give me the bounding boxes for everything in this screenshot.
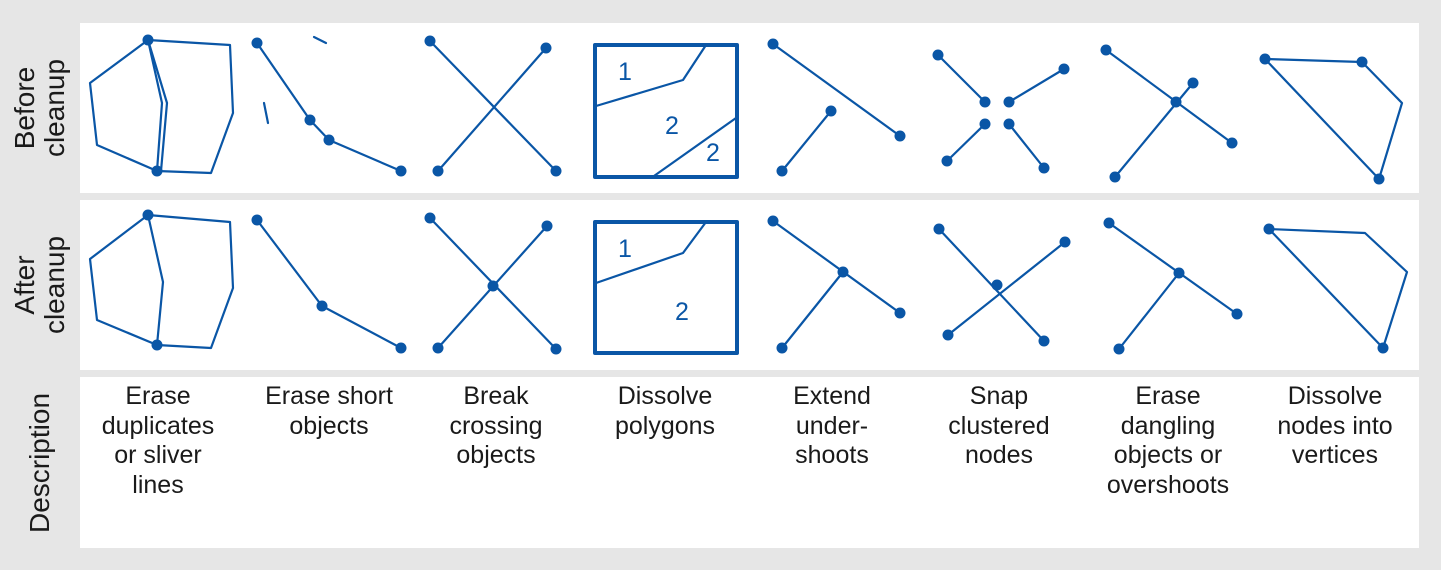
description-text: Break crossing objects (449, 382, 543, 469)
after-erase-short-figure (255, 218, 403, 350)
description-extend-undershoots: Extend under- shoots (748, 382, 916, 471)
after-extend-undershoots-figure (771, 219, 902, 350)
after-erase-duplicates-figure (88, 213, 235, 350)
before-polygon-label-1: 1 (618, 58, 632, 86)
before-nodes (142, 34, 1385, 185)
before-polygon-label-2a: 2 (665, 112, 679, 140)
before-dissolve-nodes-figure (1263, 57, 1404, 181)
description-dissolve-polygons: Dissolve polygons (581, 382, 749, 441)
before-snap-nodes-figure (936, 53, 1066, 170)
description-erase-short: Erase short objects (245, 382, 413, 441)
description-text: Dissolve nodes into vertices (1277, 382, 1393, 469)
description-text: Erase dangling objects or overshoots (1106, 382, 1230, 499)
before-break-crossing-figure (428, 39, 558, 173)
description-text: Erase short objects (265, 382, 393, 440)
description-erase-dangles: Erase dangling objects or overshoots (1084, 382, 1252, 500)
after-dissolve-nodes-figure (1267, 227, 1409, 350)
after-nodes (142, 209, 1389, 355)
before-erase-duplicates-figure (88, 38, 235, 175)
description-text: Snap clustered nodes (948, 382, 1050, 469)
description-text: Dissolve polygons (614, 382, 716, 440)
before-dissolve-polygons-figure (593, 43, 739, 179)
before-extend-undershoots-figure (771, 42, 902, 173)
description-erase-duplicates: Erase duplicates or sliver lines (74, 382, 242, 500)
description-snap-nodes: Snap clustered nodes (915, 382, 1083, 471)
description-panel (80, 377, 1419, 548)
after-polygon-label-2: 2 (675, 298, 689, 326)
before-polygon-label-2b: 2 (706, 139, 720, 167)
before-erase-dangles-figure (1104, 48, 1234, 179)
before-erase-short-figure (255, 35, 403, 173)
after-dissolve-polygons-figure (593, 220, 739, 355)
after-polygon-label-1: 1 (618, 235, 632, 263)
description-text: Extend under- shoots (793, 382, 871, 469)
description-text: Erase duplicates or sliver lines (101, 382, 215, 499)
description-break-crossing: Break crossing objects (412, 382, 580, 471)
description-dissolve-nodes: Dissolve nodes into vertices (1251, 382, 1419, 471)
before-cleanup-panel (80, 23, 1419, 193)
after-erase-dangles-figure (1107, 221, 1239, 351)
